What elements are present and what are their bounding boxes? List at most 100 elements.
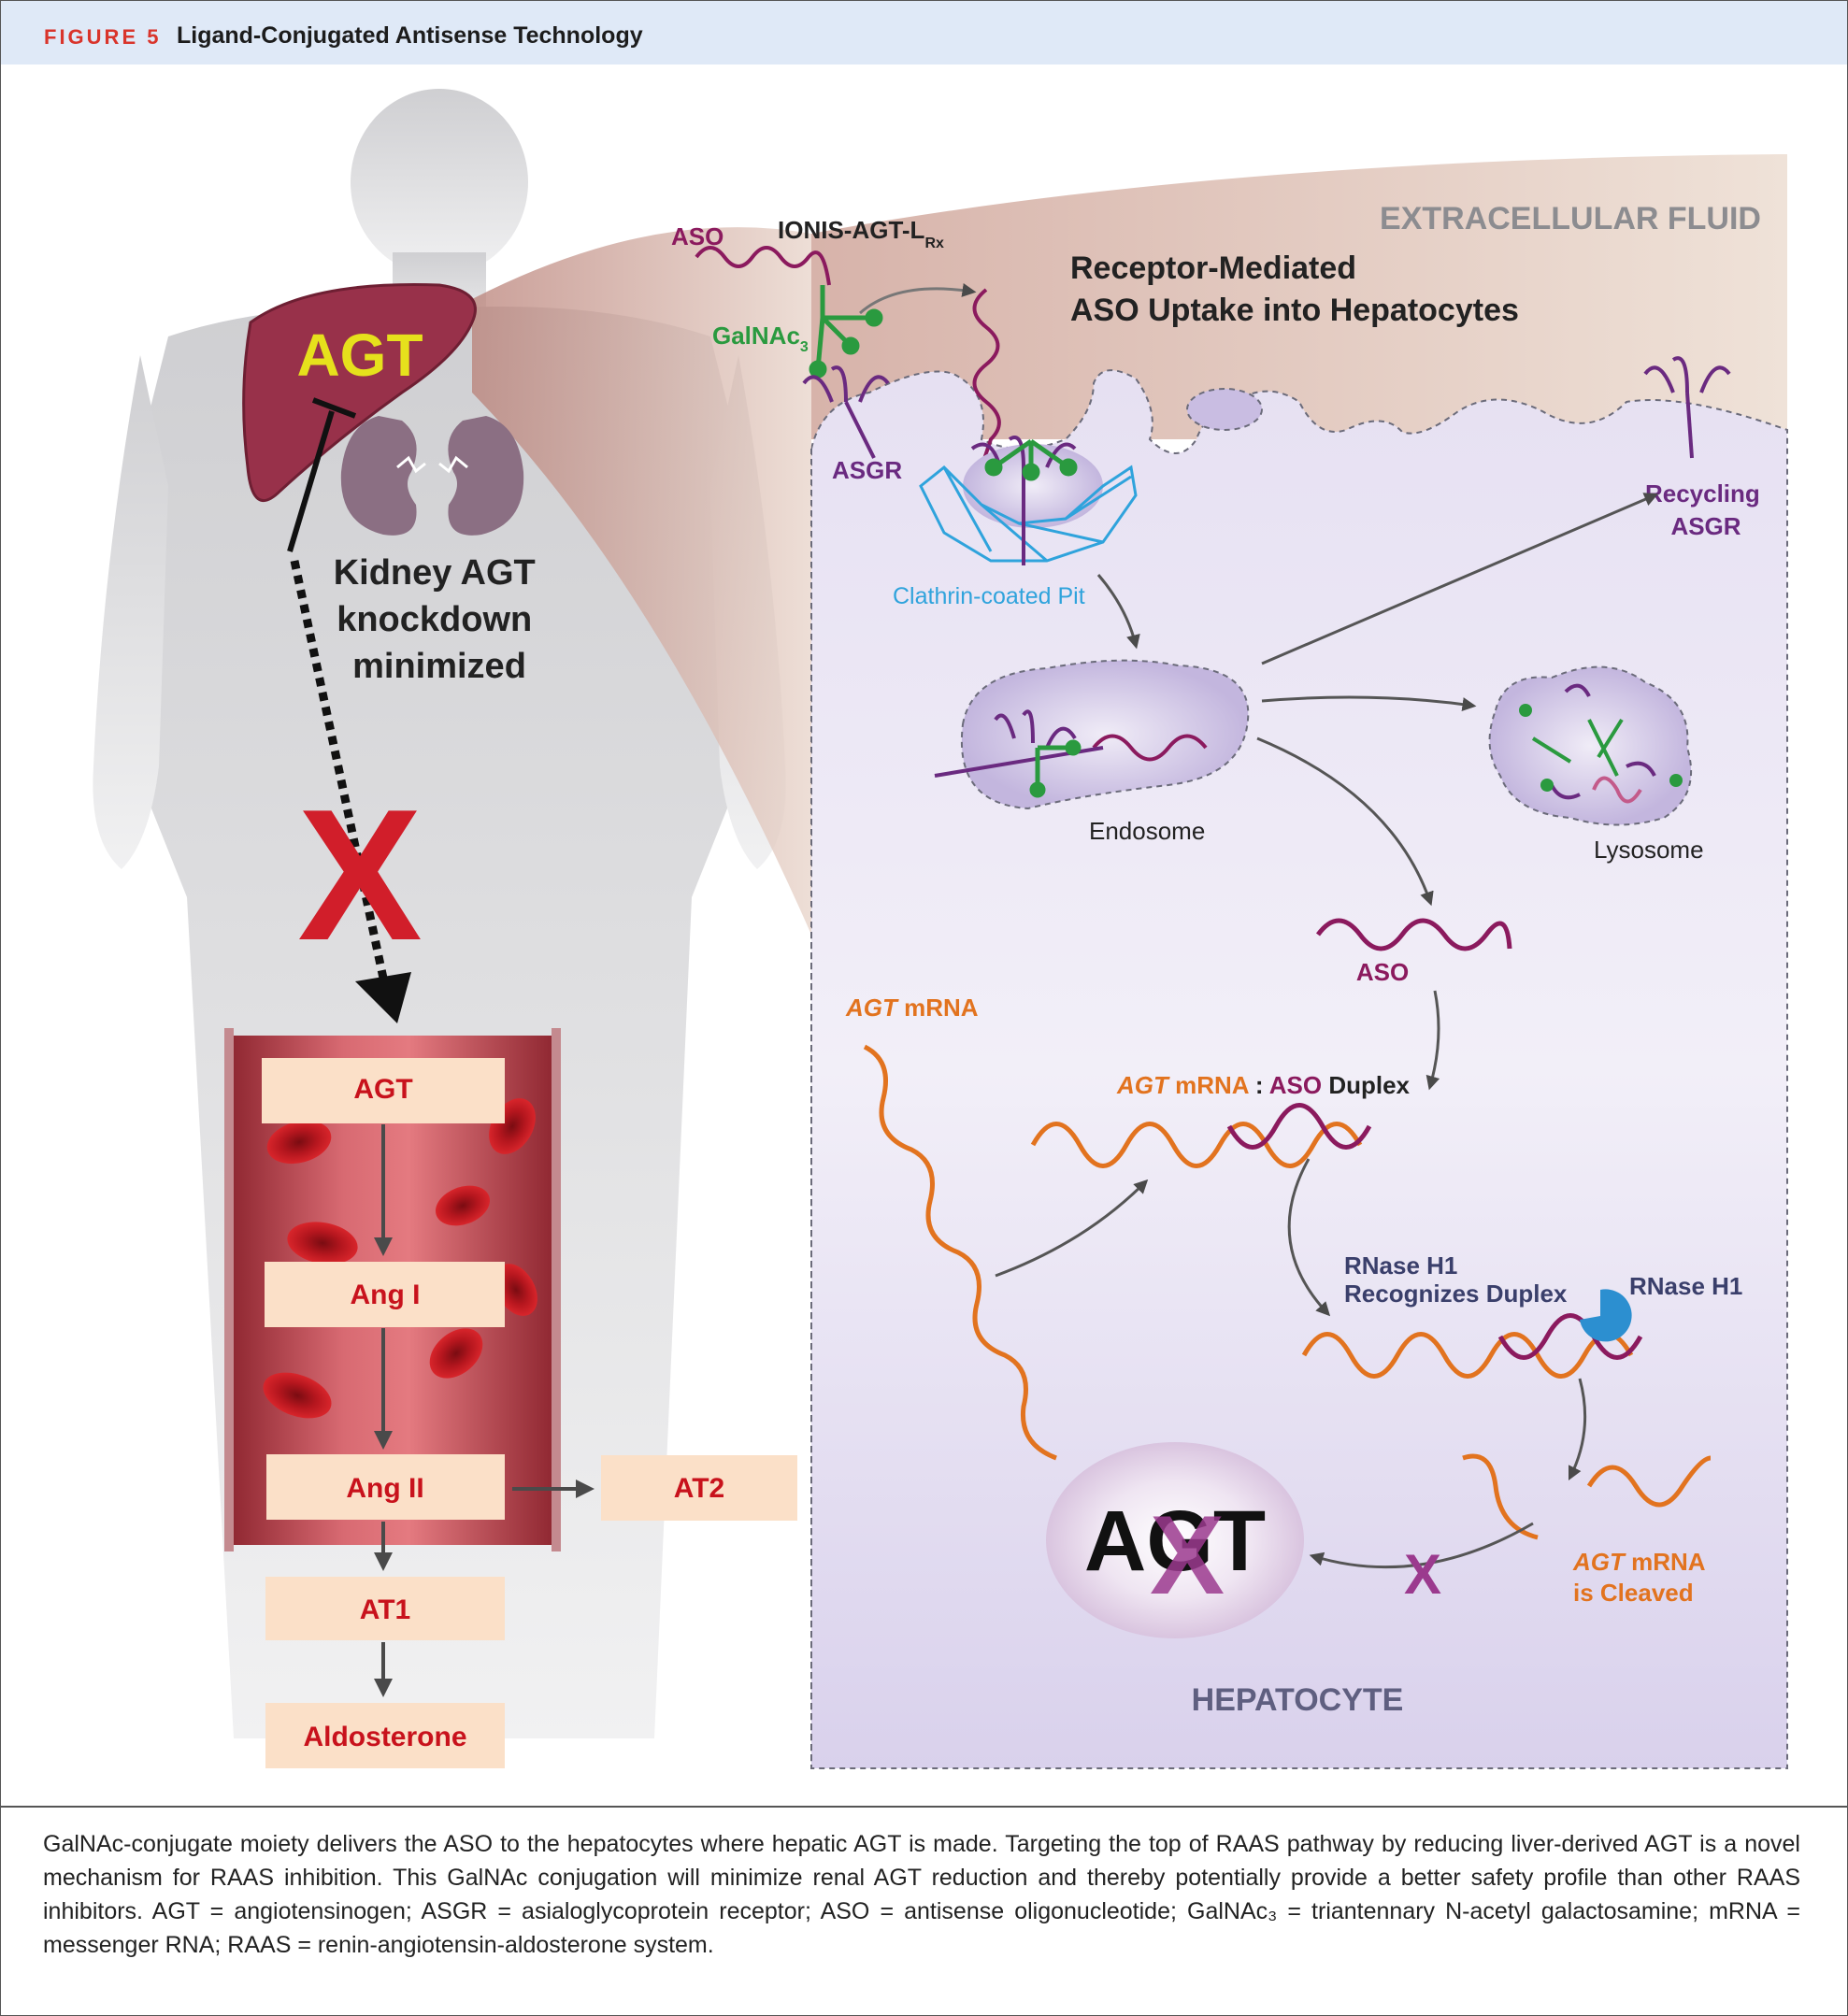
rnase-recognizes-line1: RNase H1 <box>1344 1251 1457 1280</box>
vessel-wall-right <box>552 1028 561 1551</box>
duplex-colon: : <box>1249 1071 1269 1099</box>
agt-mrna-label: AGT mRNA <box>845 994 979 1022</box>
pathway-box-agt: AGT <box>262 1058 505 1123</box>
cleaved-agt: AGT <box>1572 1548 1626 1576</box>
rnase-h1-enzyme <box>1580 1289 1632 1342</box>
endosome-vesicle <box>960 659 1250 810</box>
kidney-note-line1: Kidney AGT <box>334 553 536 593</box>
hepatocyte-label: HEPATOCYTE <box>1192 1682 1404 1718</box>
cleaved-line2: is Cleaved <box>1573 1579 1694 1607</box>
inhibition-line <box>287 410 335 552</box>
mrna-to-duplex-arrow <box>995 1179 1149 1278</box>
pathway-ang1-label: Ang I <box>351 1280 421 1310</box>
recycling-label-line1: Recycling <box>1645 479 1760 508</box>
rnase-recognizes-label: RNase H1 Recognizes Duplex <box>1344 1251 1568 1308</box>
galnac-sub: 3 <box>800 339 809 355</box>
free-aso-strand <box>1315 918 1512 951</box>
pathway-box-aldosterone: Aldosterone <box>265 1703 505 1768</box>
kidney-right <box>438 416 524 536</box>
kidney-note-line2: knockdown <box>337 600 532 639</box>
pathway-at2-label: AT2 <box>674 1473 724 1504</box>
figure-caption: GalNAc-conjugate moiety delivers the ASO… <box>43 1831 1800 1958</box>
kidney-left <box>340 416 426 536</box>
galnac-ligand-top <box>809 285 883 379</box>
pathway-agt-label: AGT <box>353 1074 412 1105</box>
red-blood-cells <box>263 1098 537 1419</box>
endosome-label: Endosome <box>1089 817 1205 845</box>
kidney-note: Kidney AGT knockdown minimized <box>334 553 546 686</box>
galnac-name: GalNAc <box>712 322 800 350</box>
blocked-x-mark: X <box>1404 1543 1441 1606</box>
duplex-aso: ASO <box>1269 1071 1322 1099</box>
recycling-label-line2: ASGR <box>1670 512 1741 540</box>
aso-strand-descending <box>972 288 1001 468</box>
red-x-mark: X <box>297 771 422 979</box>
lysosome-label: Lysosome <box>1594 836 1704 864</box>
asgr-recycling <box>1643 356 1731 459</box>
receptor-title-line1: Receptor-Mediated <box>1070 250 1356 286</box>
receptor-title-line2: ASO Uptake into Hepatocytes <box>1070 293 1519 328</box>
membrane-dip <box>1186 388 1263 431</box>
uptake-arrow <box>859 283 977 315</box>
cleaved-to-agt-arrow <box>1309 1522 1534 1569</box>
endosome-to-aso-arrow <box>1256 736 1434 907</box>
rnase-recognizes-line2: Recognizes Duplex <box>1344 1280 1568 1308</box>
duplex-aso-strand <box>1226 1103 1372 1150</box>
rnase-h1-label: RNase H1 <box>1629 1272 1742 1300</box>
aso-to-duplex-arrow <box>1425 990 1440 1091</box>
extracellular-fluid-region <box>811 154 1787 439</box>
agt-mrna-word: mRNA <box>897 994 979 1022</box>
liver-agt-label: AGT <box>296 322 423 389</box>
lysosome-vesicle <box>1488 665 1693 826</box>
vessel-wall-left <box>224 1028 234 1551</box>
lysosome-contents <box>1519 683 1683 804</box>
cleaved-label: AGT mRNA is Cleaved <box>1572 1548 1712 1607</box>
cleaved-fragment-2 <box>1586 1455 1712 1508</box>
duplex-to-rnase-arrow <box>1287 1158 1331 1317</box>
dotted-arrow-head <box>355 972 411 1023</box>
rnase-to-cleaved-arrow <box>1568 1378 1587 1481</box>
duplex-mrna-strand <box>1030 1122 1363 1168</box>
caption-divider <box>0 1806 1848 1808</box>
clathrin-coat <box>919 465 1138 563</box>
asgr-receptor-left <box>802 365 890 459</box>
cleavage-aso-strand <box>1497 1313 1643 1360</box>
duplex-mrna: mRNA <box>1168 1071 1250 1099</box>
agt-protein-label: AGT <box>1084 1494 1266 1589</box>
cleaved-line1: AGT mRNA <box>1572 1548 1706 1576</box>
endosome-galnac <box>1029 739 1082 798</box>
agt-mrna-italic: AGT <box>845 994 899 1022</box>
asgr-label: ASGR <box>832 456 902 484</box>
free-aso-label: ASO <box>1356 958 1409 986</box>
agt-protein-halo <box>1046 1442 1304 1638</box>
receptor-title: Receptor-Mediated ASO Uptake into Hepato… <box>1070 250 1519 328</box>
agt-mrna-strand <box>863 1044 1057 1461</box>
pathway-ang2-label: Ang II <box>346 1473 423 1504</box>
duplex-label: AGT mRNA : ASO Duplex <box>1116 1071 1411 1099</box>
recycling-asgr-label: Recycling ASGR <box>1645 479 1767 540</box>
pathway-box-at1: AT1 <box>265 1577 505 1640</box>
aso-strand-top <box>695 246 831 286</box>
ionis-sub: Rx <box>924 236 944 251</box>
duplex-word: Duplex <box>1322 1071 1410 1099</box>
galnac-label: GalNAc3 <box>712 322 809 355</box>
ionis-label: IONIS-AGT-LRx <box>778 216 944 251</box>
pathway-box-at2: AT2 <box>601 1455 797 1521</box>
figure-header: FIGURE 5 Ligand-Conjugated Antisense Tec… <box>1 1 1847 64</box>
endosome-to-recycling-arrow <box>1261 493 1659 665</box>
clathrin-label: Clathrin-coated Pit <box>893 583 1085 609</box>
figure-label: FIGURE 5 <box>44 25 162 49</box>
cleavage-mrna-strand <box>1301 1332 1634 1379</box>
duplex-agt: AGT <box>1116 1071 1170 1099</box>
pathway-aldosterone-label: Aldosterone <box>303 1722 466 1752</box>
endosome-aso <box>1092 734 1208 762</box>
kidney-note-line3: minimized <box>352 647 526 686</box>
pathway-at1-label: AT1 <box>360 1594 410 1625</box>
diagram-artwork: AGT Kidney AGT knockdown minimized X AGT… <box>93 89 1788 1769</box>
endosome-to-lysosome-arrow <box>1261 695 1477 711</box>
pit-to-endosome-arrow <box>1096 574 1140 650</box>
pathway-box-ang2: Ang II <box>266 1454 505 1520</box>
liver-to-blood-dotted-arrow <box>290 560 393 1001</box>
liver <box>242 283 477 503</box>
inhibition-bar <box>311 397 357 419</box>
